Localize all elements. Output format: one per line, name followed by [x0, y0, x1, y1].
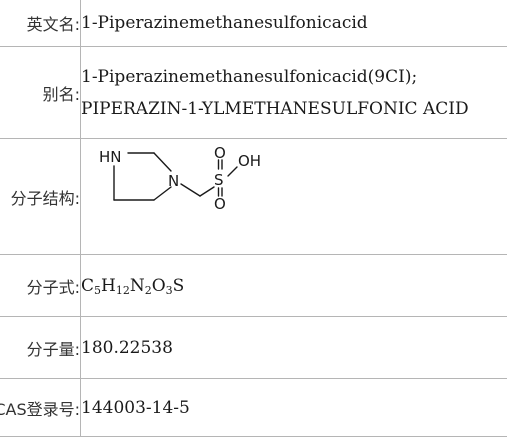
row-structure: 分子结构: HN	[0, 139, 507, 255]
bond-n-ch2	[181, 184, 200, 196]
atom-s: S	[214, 171, 224, 189]
row-english-name: 英文名: 1-Piperazinemethanesulfonicacid	[0, 0, 507, 47]
english-name-value: 1-Piperazinemethanesulfonicacid	[81, 0, 507, 47]
alias-value: 1-Piperazinemethanesulfonicacid(9CI); PI…	[81, 47, 507, 139]
structure-label: 分子结构:	[0, 139, 81, 255]
bond-s-oh	[228, 167, 237, 176]
cas-label: CAS登录号:	[0, 379, 81, 437]
row-alias: 别名: 1-Piperazinemethanesulfonicacid(9CI)…	[0, 47, 507, 139]
alias-line-2: PIPERAZIN-1-YLMETHANESULFONIC ACID	[81, 93, 507, 125]
atom-o-bottom: O	[214, 195, 226, 213]
formula-el-o: O	[152, 276, 166, 296]
formula-label: 分子式:	[0, 255, 81, 317]
structure-cell: HN N S O OH O	[81, 139, 507, 255]
atom-oh: OH	[238, 152, 261, 170]
bond-ch2-s	[200, 187, 214, 196]
atom-hn: HN	[99, 148, 122, 166]
row-weight: 分子量: 180.22538	[0, 317, 507, 379]
atom-n: N	[168, 172, 179, 190]
row-formula: 分子式: C5H12N2O3S	[0, 255, 507, 317]
cas-value: 144003-14-5	[81, 379, 507, 437]
bond-right-n	[154, 153, 171, 171]
alias-line-1: 1-Piperazinemethanesulfonicacid(9CI);	[81, 61, 507, 93]
formula-el-h: H	[101, 276, 116, 296]
english-name-label: 英文名:	[0, 0, 81, 47]
weight-label: 分子量:	[0, 317, 81, 379]
weight-value: 180.22538	[81, 317, 507, 379]
formula-el-n: N	[130, 276, 145, 296]
formula-n-c: 5	[94, 284, 101, 297]
formula-n-o: 3	[166, 284, 173, 297]
row-cas: CAS登录号: 144003-14-5	[0, 379, 507, 437]
formula-value: C5H12N2O3S	[81, 255, 507, 317]
formula-el-s: S	[173, 276, 185, 296]
atom-o-top: O	[214, 144, 226, 162]
alias-label: 别名:	[0, 47, 81, 139]
formula-n-n: 2	[145, 284, 152, 297]
molecule-structure-diagram: HN N S O OH O	[97, 142, 287, 222]
formula-n-h: 12	[116, 284, 130, 297]
formula-el-c: C	[81, 276, 94, 296]
